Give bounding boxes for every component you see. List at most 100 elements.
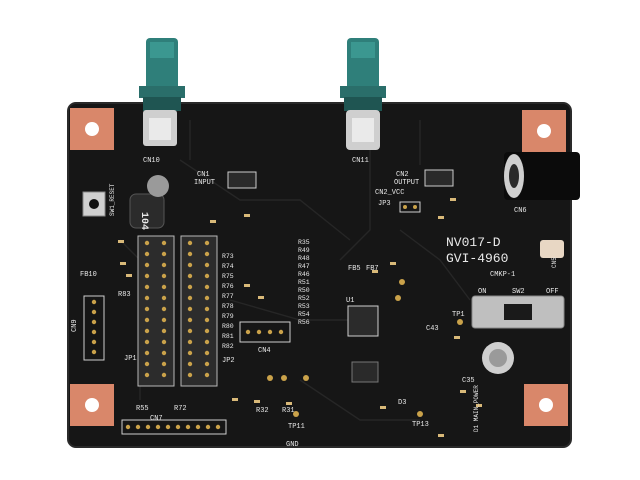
header-pin: [204, 361, 210, 367]
header-pin: [144, 251, 150, 257]
ic-top-right: [424, 169, 454, 187]
header-pin: [161, 284, 167, 290]
header-pin: [91, 339, 97, 345]
header-pin: [161, 306, 167, 312]
header-pin: [145, 424, 151, 430]
header-pin: [204, 328, 210, 334]
header-pin: [161, 262, 167, 268]
label-r72: R72: [174, 405, 187, 413]
header-pin: [144, 273, 150, 279]
header-pin: [161, 251, 167, 257]
header-pin: [187, 317, 193, 323]
header-pin: [204, 306, 210, 312]
header-pin: [187, 251, 193, 257]
resistor-label: R77: [222, 293, 234, 300]
header-pin: [187, 295, 193, 301]
resistor-label: R74: [222, 263, 234, 270]
header-pin: [144, 328, 150, 334]
resistor-label: R53: [298, 303, 310, 310]
header-pin: [195, 424, 201, 430]
header-pin: [187, 339, 193, 345]
header-pin: [204, 262, 210, 268]
header-pin: [187, 306, 193, 312]
label-cn5: CN5: [551, 257, 558, 268]
header-pin: [204, 372, 210, 378]
resistor-label: R47: [298, 263, 310, 270]
header-pin: [161, 273, 167, 279]
resistor-label: R82: [222, 343, 234, 350]
smd-components: [118, 198, 482, 437]
header-pin: [144, 295, 150, 301]
label-tp13: TP13: [412, 421, 429, 429]
board-part-number: GVI-4960: [446, 251, 508, 266]
label-fb10: FB10: [80, 271, 97, 279]
resistor-label: R76: [222, 283, 234, 290]
header-pin: [144, 361, 150, 367]
header-pin: [161, 317, 167, 323]
header-pin: [161, 328, 167, 334]
resistor-label: R81: [222, 333, 234, 340]
resistor-label: R75: [222, 273, 234, 280]
header-pin: [144, 306, 150, 312]
header-pin: [187, 328, 193, 334]
header-pin: [91, 349, 97, 355]
header-pin: [204, 295, 210, 301]
label-on: ON: [478, 288, 486, 296]
label-tp1: TP1: [452, 311, 465, 319]
cn5-connector: [540, 240, 564, 258]
label-c35: C35: [462, 377, 475, 385]
label-tp11: TP11: [288, 423, 305, 431]
header-pin: [91, 299, 97, 305]
header-pin: [187, 350, 193, 356]
resistor-label: R78: [222, 303, 234, 310]
header-pin: [91, 309, 97, 315]
label-cn2: CN2: [396, 171, 409, 179]
inductor-104: [129, 175, 169, 229]
header-pin: [155, 424, 161, 430]
label-d3: D3: [398, 399, 406, 407]
label-inductor-value: 104: [138, 212, 149, 230]
header-pin: [185, 424, 191, 430]
header-pin: [161, 240, 167, 246]
label-d1-main-power: D1 MAIN_POWER: [473, 385, 480, 432]
pin-header-right: [180, 235, 218, 387]
label-fb5: FB5: [348, 265, 361, 273]
header-pin: [204, 251, 210, 257]
label-r55: R55: [136, 405, 149, 413]
pin-header-left: [137, 235, 175, 387]
header-pin: [144, 262, 150, 268]
cn9-header: [83, 295, 105, 361]
cn10-input-connector: [139, 38, 185, 146]
cn7-header: [121, 419, 227, 435]
label-cn2-vcc: CN2_VCC: [375, 189, 404, 197]
mounting-pads: [70, 108, 568, 426]
label-jp2: JP2: [222, 357, 235, 365]
ic-top-left: [227, 171, 257, 189]
header-pin: [161, 361, 167, 367]
board-cert: CMKP-1: [490, 271, 515, 279]
header-pin: [245, 329, 251, 335]
header-pin: [187, 284, 193, 290]
silkscreen-labels: CN10 CN1 INPUT CN11 CN2 OUTPUT CN2_VCC J…: [71, 157, 559, 449]
label-input: INPUT: [194, 179, 215, 187]
resistor-label: R50: [298, 287, 310, 294]
header-pin: [187, 262, 193, 268]
header-pin: [144, 350, 150, 356]
header-pin: [204, 284, 210, 290]
resistor-label: R46: [298, 271, 310, 278]
label-cn7: CN7: [150, 415, 163, 423]
header-pin: [144, 240, 150, 246]
resistor-label: R54: [298, 311, 310, 318]
cn11-output-connector: [340, 38, 386, 150]
resistor-label: R51: [298, 279, 310, 286]
resistor-label: R73: [222, 253, 234, 260]
header-pin: [204, 273, 210, 279]
dc-power-jack: [504, 152, 580, 200]
resistor-label: R79: [222, 313, 234, 320]
label-r83: R83: [118, 291, 131, 299]
label-c43: C43: [426, 325, 439, 333]
label-cn6: CN6: [514, 207, 527, 215]
resistor-label: R80: [222, 323, 234, 330]
